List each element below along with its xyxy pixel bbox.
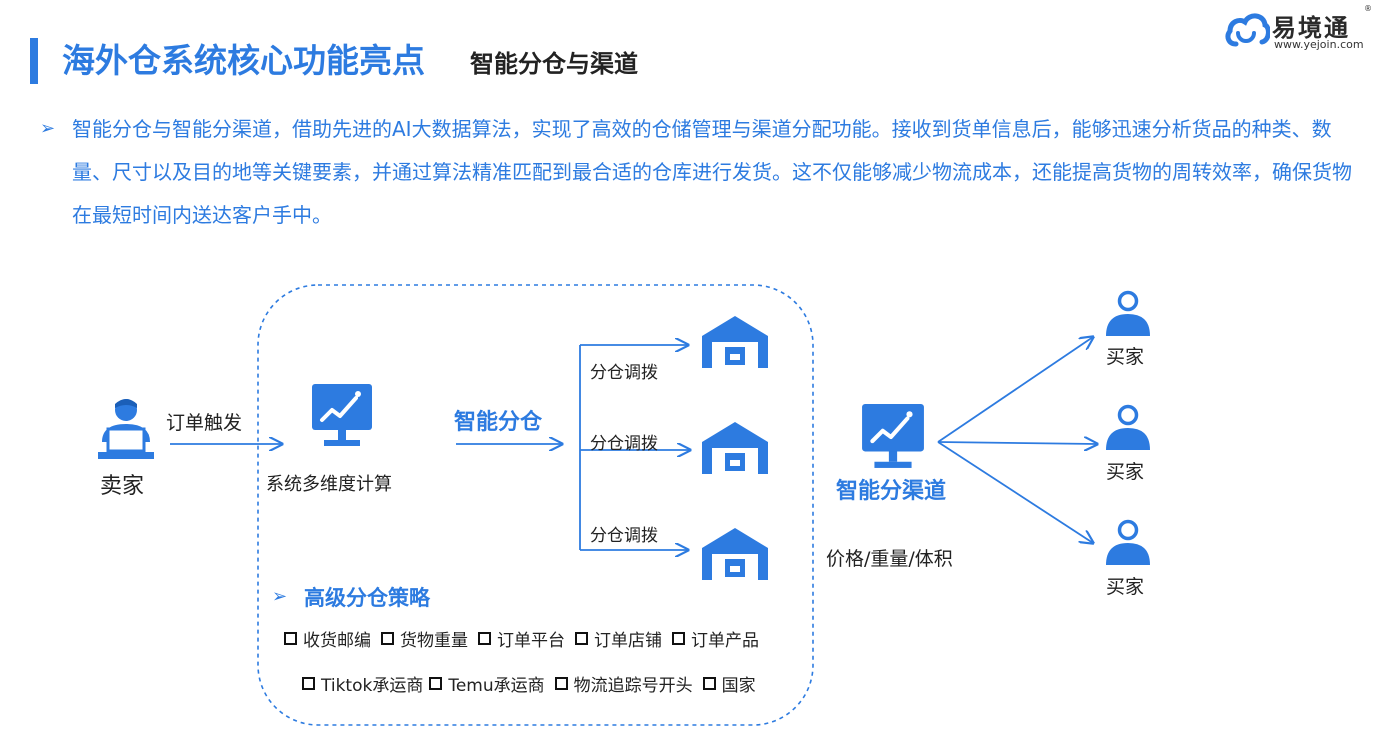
strategy-item: 订单店铺: [569, 626, 662, 651]
channel-criteria-label: 价格/重量/体积: [826, 548, 953, 570]
warehouse-icon: [702, 422, 768, 474]
strategy-item: 货物重量: [375, 626, 468, 651]
strategy-item: 物流追踪号开头: [549, 671, 693, 696]
monitor-chart-icon: [862, 404, 924, 468]
buyer-label-3: 买家: [1106, 576, 1145, 598]
transfer-label-3: 分仓调拨: [590, 526, 658, 546]
page-title: 海外仓系统核心功能亮点: [62, 41, 425, 80]
smart-channel-label: 智能分渠道: [836, 479, 947, 504]
transfer-label-2: 分仓调拨: [590, 434, 658, 454]
strategy-row-2: Tiktok承运商 Temu承运商 物流追踪号开头 国家: [296, 671, 756, 696]
strategy-row-1: 收货邮编 货物重量 订单平台 订单店铺 订单产品: [278, 626, 759, 651]
title-accent-bar: [30, 38, 38, 84]
logo-text: 易境通: [1272, 14, 1350, 42]
system-label: 系统多维度计算: [266, 474, 392, 495]
page-subtitle: 智能分仓与渠道: [470, 50, 638, 78]
checkbox-icon: [554, 677, 568, 690]
transfer-label-1: 分仓调拨: [590, 363, 658, 383]
buyer-person-icon: [1106, 404, 1150, 450]
warehouse-icon: [702, 528, 768, 580]
logo-registered-mark: ®: [1364, 4, 1372, 13]
strategy-item: 订单产品: [666, 626, 759, 651]
arrow-buyer-3: [937, 441, 1093, 543]
intro-bullet-icon: ➢: [40, 118, 56, 139]
strategy-item: 订单平台: [472, 626, 565, 651]
strategy-item: 收货邮编: [278, 626, 371, 651]
checkbox-icon: [429, 677, 443, 690]
dashed-container: [257, 284, 814, 726]
logo-url: www.yejoin.com: [1274, 38, 1364, 51]
seller-person-icon: [98, 399, 154, 459]
strategy-bullet-icon: ➢: [272, 586, 288, 607]
monitor-chart-icon: [312, 384, 372, 446]
warehouse-icon: [702, 316, 768, 368]
buyer-person-icon: [1106, 519, 1150, 565]
seller-label: 卖家: [100, 474, 145, 499]
strategy-title: 高级分仓策略: [304, 586, 430, 610]
arrow-buyer-1: [937, 337, 1093, 443]
checkbox-icon: [302, 677, 315, 690]
arrow-buyer-2: [937, 442, 1097, 444]
strategy-item: Temu承运商: [423, 671, 545, 696]
cloud-logo-icon: [1225, 13, 1270, 47]
smart-warehouse-label: 智能分仓: [454, 410, 543, 435]
strategy-item: Tiktok承运商: [296, 671, 423, 696]
checkbox-icon: [575, 632, 588, 645]
strategy-item: 国家: [697, 671, 756, 696]
checkbox-icon: [381, 632, 394, 645]
checkbox-icon: [672, 632, 685, 645]
checkbox-icon: [702, 677, 716, 690]
checkbox-icon: [478, 632, 491, 645]
buyer-person-icon: [1106, 290, 1150, 336]
buyer-label-1: 买家: [1106, 346, 1145, 368]
intro-paragraph: 智能分仓与智能分渠道，借助先进的AI大数据算法，实现了高效的仓储管理与渠道分配功…: [72, 117, 1352, 227]
order-trigger-label: 订单触发: [166, 412, 243, 434]
buyer-label-2: 买家: [1106, 461, 1145, 483]
checkbox-icon: [284, 632, 297, 645]
